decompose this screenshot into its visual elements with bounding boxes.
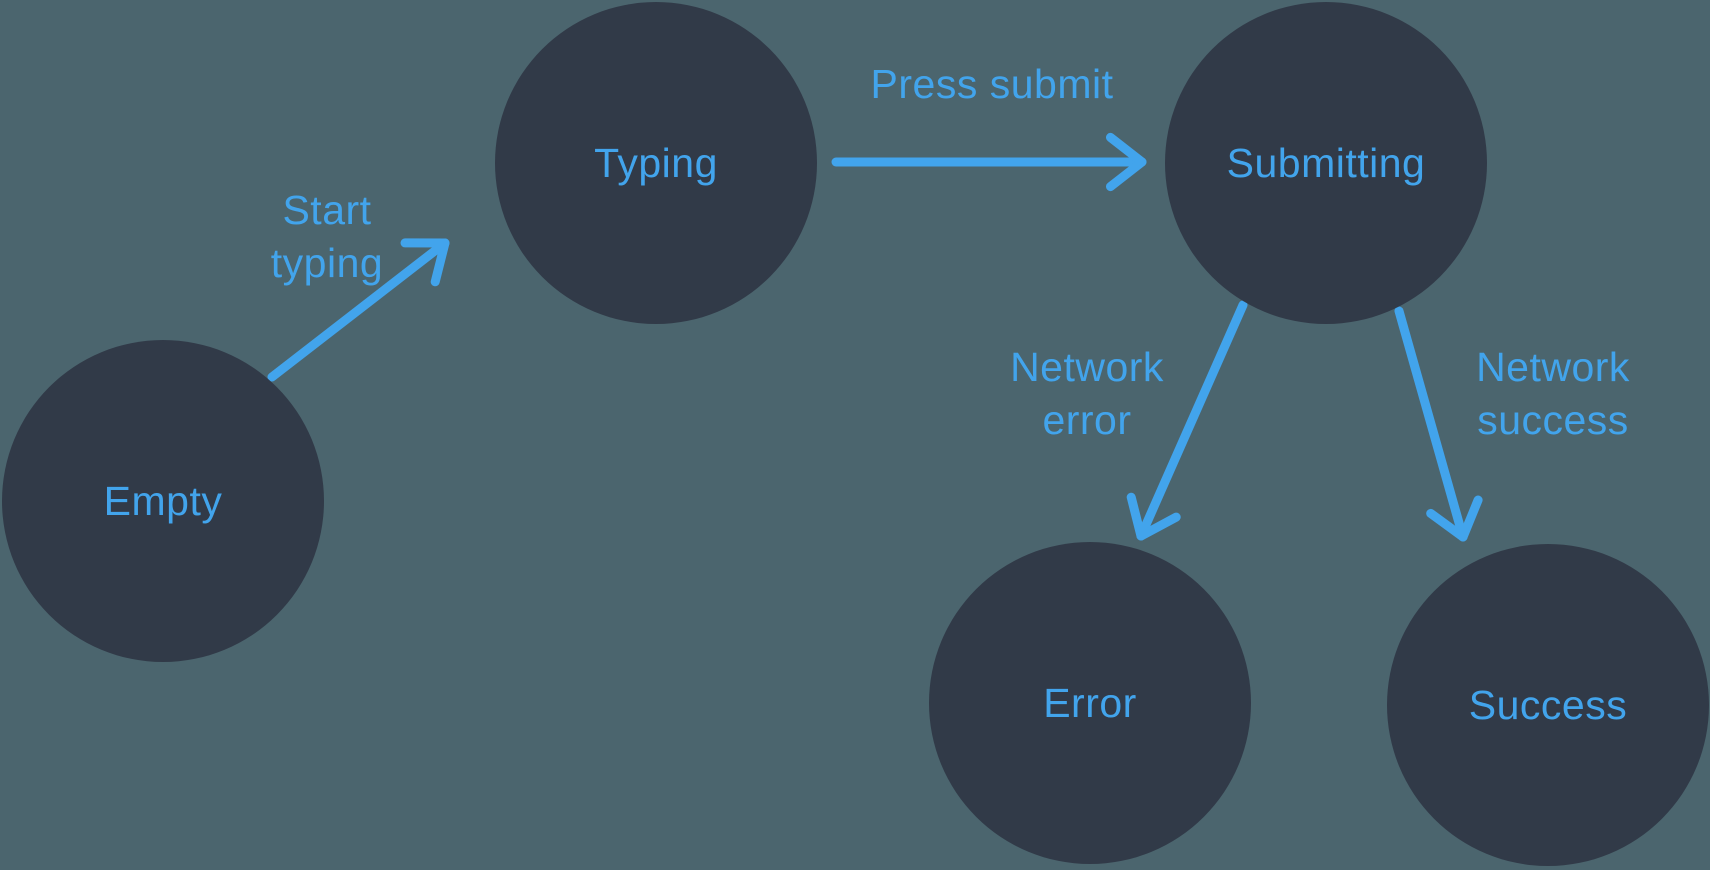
edge-label-line: Network <box>1476 344 1630 390</box>
state-node-typing: Typing <box>495 2 817 324</box>
edge-label-start-typing: Start typing <box>177 184 477 290</box>
state-node-error: Error <box>929 542 1251 864</box>
edge-label-line: Press submit <box>870 61 1114 107</box>
edge-label-line: Start <box>282 187 372 233</box>
edge-label-network-success: Network success <box>1403 341 1703 447</box>
state-node-label: Success <box>1468 681 1628 728</box>
state-node-label: Typing <box>594 139 718 186</box>
network-success-arrow <box>1394 306 1483 542</box>
press-submit-arrow <box>831 132 1147 192</box>
edge-label-network-error: Network error <box>937 341 1237 447</box>
edge-label-press-submit: Press submit <box>842 58 1142 111</box>
edge-label-line: typing <box>270 240 384 286</box>
edge-label-line: error <box>1042 397 1132 443</box>
state-node-label: Empty <box>103 477 223 524</box>
start-typing-arrow <box>267 238 450 382</box>
edge-label-line: Network <box>1010 344 1164 390</box>
state-node-success: Success <box>1387 544 1709 866</box>
edge-label-line: success <box>1477 397 1629 443</box>
state-node-submitting: Submitting <box>1165 2 1487 324</box>
state-node-label: Error <box>1043 679 1137 726</box>
state-node-label: Submitting <box>1226 139 1426 186</box>
network-error-arrow <box>1126 300 1248 541</box>
state-node-empty: Empty <box>2 340 324 662</box>
